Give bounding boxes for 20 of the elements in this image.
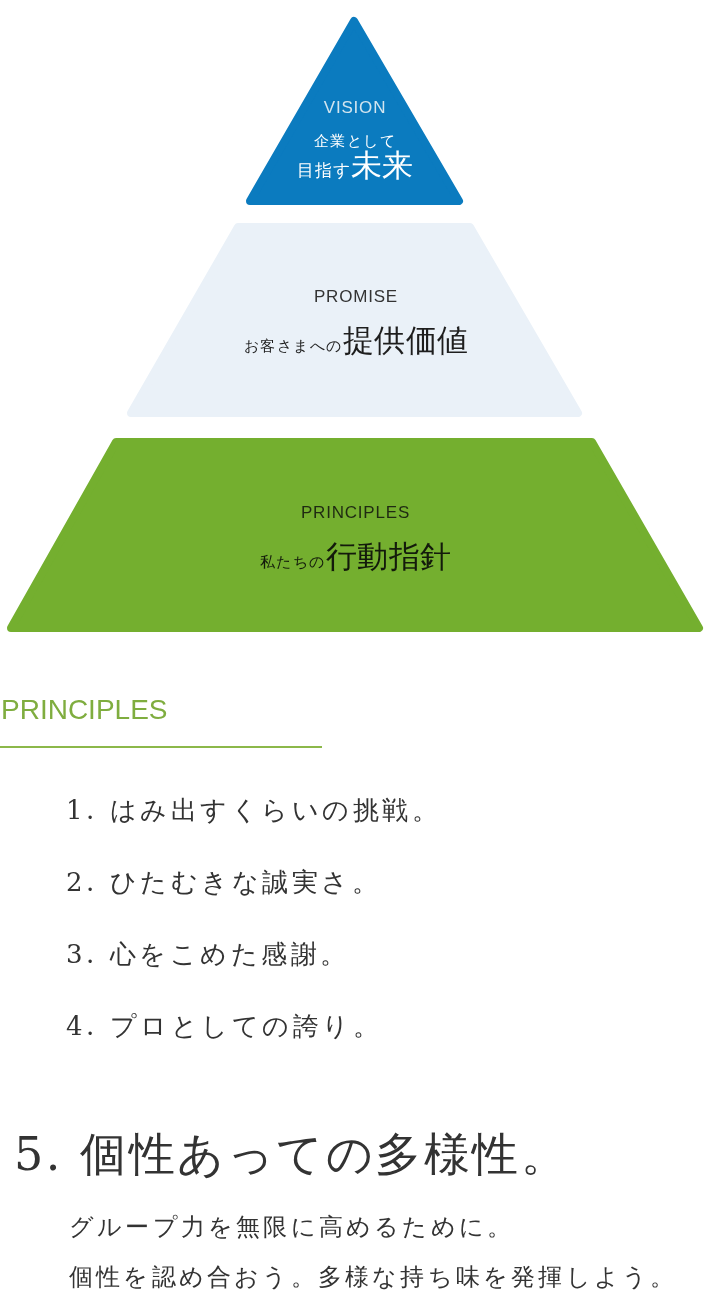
tier-title: 目指す <box>296 160 351 181</box>
tier-title: 行動指針 <box>325 538 452 576</box>
tier-label: PRINCIPLES <box>300 503 411 524</box>
tier-label: PROMISE <box>314 287 398 308</box>
section-heading: PRINCIPLES <box>1 693 168 727</box>
list-item: 1. はみ出すくらいの挑戦。 <box>66 795 442 827</box>
featured-item: 5. 個性あっての多様性。 <box>14 1127 569 1183</box>
tier-title: 企業として <box>313 132 397 150</box>
list-item: 3. 心をこめた感謝。 <box>66 939 350 971</box>
list-item: 2. ひたむきな誠実さ。 <box>66 867 382 899</box>
tier-title: 私たちの <box>259 553 326 571</box>
item-description: グループ力を無限に高めるために。 <box>69 1213 515 1242</box>
list-item: 4. プロとしての誇り。 <box>66 1011 383 1043</box>
tier-title: お客さまへの <box>243 337 343 355</box>
tier-label: VISION <box>323 98 387 119</box>
pyramid-tier <box>6 437 705 633</box>
pyramid-apex <box>246 16 464 207</box>
tier-title: 未来 <box>350 147 414 185</box>
item-description: 個性を認め合おう。多様な持ち味を発揮しよう。 <box>69 1263 678 1292</box>
tier-title: 提供価値 <box>342 322 469 360</box>
